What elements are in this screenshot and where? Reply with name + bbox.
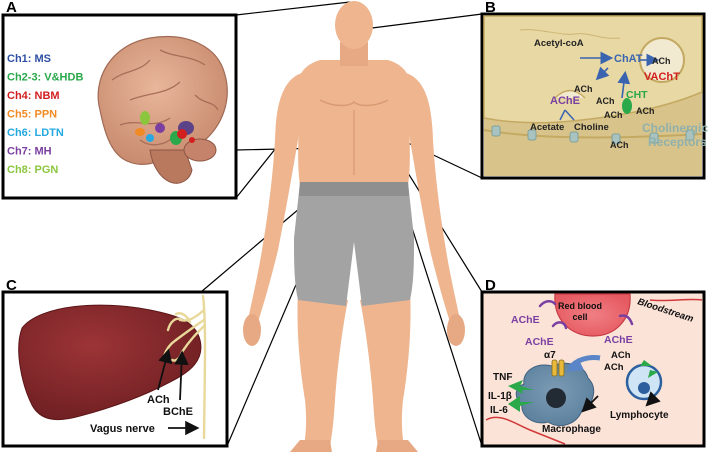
cleft-ach-label-5: ACh: [610, 140, 629, 150]
cleft-ach-label-3: ACh: [604, 110, 623, 120]
alpha7-label: α7: [544, 350, 556, 361]
legend-item: Ch6: LDTN: [7, 127, 64, 139]
cytokine-arrows: [508, 360, 658, 412]
il1b-label: IL-1β: [488, 391, 512, 402]
cleft-ach-label-1: ACh: [574, 84, 593, 94]
cleft-ach-label-2: ACh: [596, 96, 615, 106]
vacht-label: VAChT: [644, 71, 680, 83]
macrophage-label: Macrophage: [542, 424, 601, 435]
ach-label-c: ACh: [147, 394, 170, 406]
legend-item: Ch4: NBM: [7, 90, 60, 102]
acetate-label: Acetate: [530, 122, 564, 133]
cleft-ach-label-4: ACh: [636, 106, 655, 116]
legend-item: Ch8: PGN: [7, 164, 58, 176]
ache-label-d-1: AChE: [511, 314, 540, 326]
red-blood-cell: [554, 293, 631, 337]
panel-a-letter: A: [6, 0, 17, 16]
chat-label: ChAT: [614, 53, 643, 65]
cholinergic-receptors: [491, 125, 695, 145]
legend-item: Ch7: MH: [7, 146, 52, 158]
ache-markers: [538, 300, 634, 330]
panel-b: Acetyl-coA ChAT VAChT ACh ACh ACh ACh AC…: [480, 0, 708, 180]
vagus-nerve: [162, 294, 207, 440]
receptors-label-line1: Cholinergic: [642, 121, 708, 135]
panel-b-letter: B: [485, 0, 496, 16]
vagus-nerve-label: Vagus nerve: [90, 423, 155, 435]
panel-d: Red blood cell Bloodstream AChE AChE ACh…: [480, 277, 706, 448]
cht-label: CHT: [626, 89, 648, 101]
macrophage-nucleus: [546, 388, 566, 408]
panel-c: ACh BChE Vagus nerve C: [1, 277, 229, 448]
panel-d-letter: D: [485, 277, 496, 294]
tnf-label: TNF: [493, 372, 512, 383]
brain-illustration: [97, 35, 228, 184]
ach-label-d-1: ACh: [611, 350, 631, 361]
panel-a: Ch1: MS Ch2-3: V&HDB Ch4: NBM Ch5: PPN Ch6: …: [1, 0, 238, 200]
rbc-label-line2: cell: [572, 312, 587, 322]
legend-item: Ch1: MS: [7, 53, 51, 65]
legend-item: Ch5: PPN: [7, 109, 57, 121]
acetyl-coa-label: Acetyl-coA: [534, 38, 584, 49]
human-figure: [243, 1, 465, 452]
ache-label-b: AChE: [550, 95, 580, 107]
liver-illustration: [18, 304, 202, 421]
choline-label: Choline: [574, 122, 609, 133]
il6-label: IL-6: [490, 405, 508, 416]
receptors-label-line2: Receptors: [648, 135, 707, 149]
ach-label-d-2: ACh: [604, 362, 624, 373]
alpha7-receptor: [551, 359, 565, 377]
chat-group-legend: Ch1: MS Ch2-3: V&HDB Ch4: NBM Ch5: PPN Ch6: …: [7, 53, 83, 176]
legend-item: Ch2-3: V&HDB: [7, 72, 83, 84]
ache-label-d-3: AChE: [604, 334, 633, 346]
bche-label: BChE: [163, 406, 193, 418]
rbc-label-line1: Red blood: [558, 301, 602, 311]
ache-label-d-2: AChE: [525, 336, 554, 348]
lymphocyte-label: Lymphocyte: [610, 410, 669, 421]
panel-c-letter: C: [6, 277, 17, 294]
vesicle-ach-label: ACh: [652, 56, 671, 66]
